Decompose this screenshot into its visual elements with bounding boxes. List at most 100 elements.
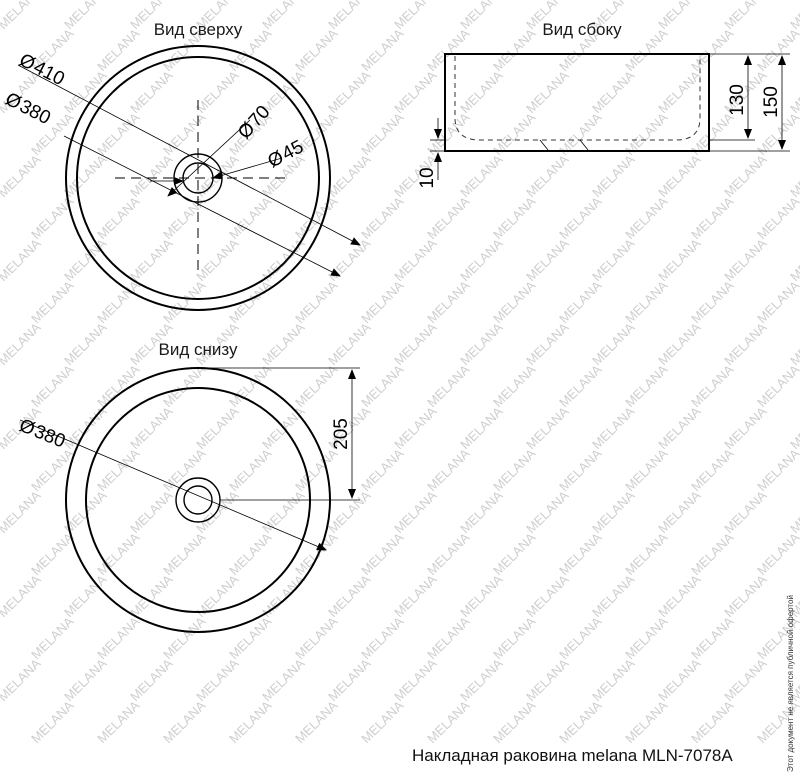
watermark-text: MELANA: [622, 193, 671, 242]
watermark-text: MELANA: [754, 193, 800, 242]
watermark-text: MELANA: [556, 697, 605, 746]
bottom-view-title: Вид снизу: [159, 340, 238, 359]
watermark-text: MELANA: [622, 277, 671, 326]
watermark-text: MELANA: [325, 655, 374, 704]
watermark-text: MELANA: [787, 403, 800, 452]
watermark-text: MELANA: [655, 235, 704, 284]
label-150: 150: [761, 86, 782, 118]
watermark-text: MELANA: [655, 0, 704, 32]
watermark-text: MELANA: [325, 235, 374, 284]
watermark-text: MELANA: [193, 235, 242, 284]
watermark-text: MELANA: [490, 697, 539, 746]
watermark-text: MELANA: [391, 0, 440, 32]
watermark-text: MELANA: [787, 319, 800, 368]
watermark-text: MELANA: [622, 445, 671, 494]
watermark-text: MELANA: [160, 193, 209, 242]
leader-d380: [63, 135, 341, 277]
watermark-text: MELANA: [160, 277, 209, 326]
watermark-text: MELANA: [622, 613, 671, 662]
bottom-drain-inner: [183, 485, 213, 515]
watermark-text: MELANA: [655, 67, 704, 116]
watermark-text: MELANA: [523, 487, 572, 536]
watermark-text: MELANA: [523, 403, 572, 452]
watermark-text: MELANA: [391, 319, 440, 368]
watermark-text: MELANA: [391, 235, 440, 284]
label-205: 205: [331, 418, 352, 450]
watermark-text: MELANA: [292, 697, 341, 746]
watermark-text: MELANA: [127, 571, 176, 620]
watermark-text: MELANA: [787, 151, 800, 200]
watermark-text: MELANA: [127, 403, 176, 452]
label-10: 10: [417, 167, 438, 188]
watermark-text: MELANA: [61, 235, 110, 284]
watermark-text: MELANA: [94, 613, 143, 662]
watermark-text: MELANA: [589, 67, 638, 116]
bottom-drain-outer: [175, 477, 221, 523]
watermark-text: MELANA: [688, 445, 737, 494]
watermark-text: MELANA: [556, 445, 605, 494]
watermark-text: MELANA: [688, 193, 737, 242]
watermark-text: MELANA: [358, 277, 407, 326]
watermark-text: MELANA: [655, 403, 704, 452]
watermark-text: MELANA: [391, 403, 440, 452]
watermark-text: MELANA: [259, 487, 308, 536]
watermark-text: MELANA: [490, 277, 539, 326]
watermark-text: MELANA: [655, 655, 704, 704]
side-drain-mark-2: [579, 139, 589, 151]
watermark-text: MELANA: [457, 0, 506, 32]
watermark-text: MELANA: [622, 361, 671, 410]
leader-bottom-d380: [19, 419, 327, 551]
watermark-text: MELANA: [622, 25, 671, 74]
watermark-text: MELANA: [490, 529, 539, 578]
watermark-text: MELANA: [556, 613, 605, 662]
watermark-text: MELANA: [457, 487, 506, 536]
leader-d410: [17, 64, 361, 246]
watermark-text: MELANA: [358, 613, 407, 662]
watermark-text: MELANA: [358, 445, 407, 494]
watermark-text: MELANA: [655, 151, 704, 200]
watermark-text: MELANA: [721, 487, 770, 536]
watermark-text: MELANA: [160, 529, 209, 578]
watermark-text: MELANA: [721, 571, 770, 620]
label-130: 130: [727, 84, 748, 116]
watermark-text: MELANA: [523, 571, 572, 620]
watermark-text: MELANA: [655, 487, 704, 536]
watermark-text: MELANA: [754, 529, 800, 578]
watermark-text: MELANA: [28, 277, 77, 326]
side-drain-mark-1: [539, 139, 549, 151]
watermark-text: MELANA: [688, 25, 737, 74]
disclaimer-text: Этот документ не является публичной офер…: [786, 595, 795, 772]
product-caption: Накладная раковина melana MLN-7078A: [412, 746, 733, 765]
watermark-text: MELANA: [457, 403, 506, 452]
watermark-text: MELANA: [94, 361, 143, 410]
watermark-text: MELANA: [721, 403, 770, 452]
watermark-text: MELANA: [325, 571, 374, 620]
watermark-text: MELANA: [226, 277, 275, 326]
watermark-text: MELANA: [391, 571, 440, 620]
watermark-text: MELANA: [721, 151, 770, 200]
watermark-text: MELANA: [424, 361, 473, 410]
watermark-text: MELANA: [589, 655, 638, 704]
watermark-text: MELANA: [292, 25, 341, 74]
watermark-text: MELANA: [490, 613, 539, 662]
watermark-text: MELANA: [754, 361, 800, 410]
watermark-text: MELANA: [490, 193, 539, 242]
watermark-text: MELANA: [226, 529, 275, 578]
watermark-text: MELANA: [94, 445, 143, 494]
watermark-text: MELANA: [556, 277, 605, 326]
watermark-text: MELANA: [457, 319, 506, 368]
watermark-text: MELANA: [0, 319, 44, 368]
watermark-text: MELANA: [28, 529, 77, 578]
watermark-text: MELANA: [358, 25, 407, 74]
watermark-text: MELANA: [358, 361, 407, 410]
watermark-text: MELANA: [28, 361, 77, 410]
watermark-text: MELANA: [589, 403, 638, 452]
watermark-text: MELANA: [457, 67, 506, 116]
watermark-text: MELANA: [424, 277, 473, 326]
watermark-text: MELANA: [160, 697, 209, 746]
watermark-text: MELANA: [61, 571, 110, 620]
watermark-text: MELANA: [0, 655, 44, 704]
watermark-text: MELANA: [325, 0, 374, 32]
watermark-text: MELANA: [490, 25, 539, 74]
